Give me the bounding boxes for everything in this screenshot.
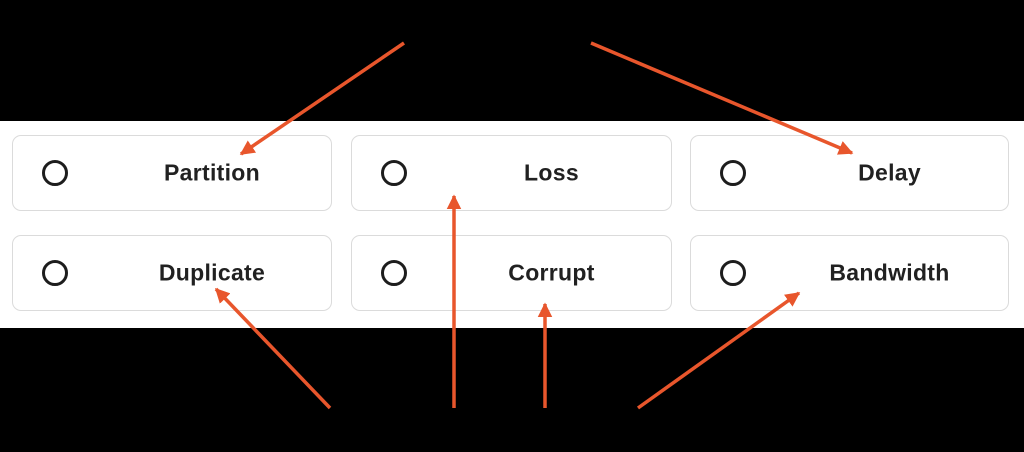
option-label: Duplicate <box>158 259 266 286</box>
redacted-top-region <box>0 0 1024 121</box>
option-label: Partition <box>164 159 260 186</box>
option-card-bandwidth[interactable]: Bandwidth <box>690 235 1009 311</box>
redacted-bottom-region <box>0 328 1024 452</box>
option-card-duplicate[interactable]: Duplicate <box>12 235 332 311</box>
radio-icon[interactable] <box>720 260 746 286</box>
option-label: Bandwidth <box>829 259 950 286</box>
option-label: Loss <box>524 159 579 186</box>
option-label: Delay <box>858 159 921 186</box>
radio-icon[interactable] <box>42 160 68 186</box>
radio-icon[interactable] <box>42 260 68 286</box>
option-label: Corrupt <box>508 259 595 286</box>
radio-icon[interactable] <box>381 260 407 286</box>
radio-icon[interactable] <box>381 160 407 186</box>
option-card-corrupt[interactable]: Corrupt <box>351 235 672 311</box>
option-card-loss[interactable]: Loss <box>351 135 672 211</box>
radio-icon[interactable] <box>720 160 746 186</box>
option-card-delay[interactable]: Delay <box>690 135 1009 211</box>
option-card-partition[interactable]: Partition <box>12 135 332 211</box>
